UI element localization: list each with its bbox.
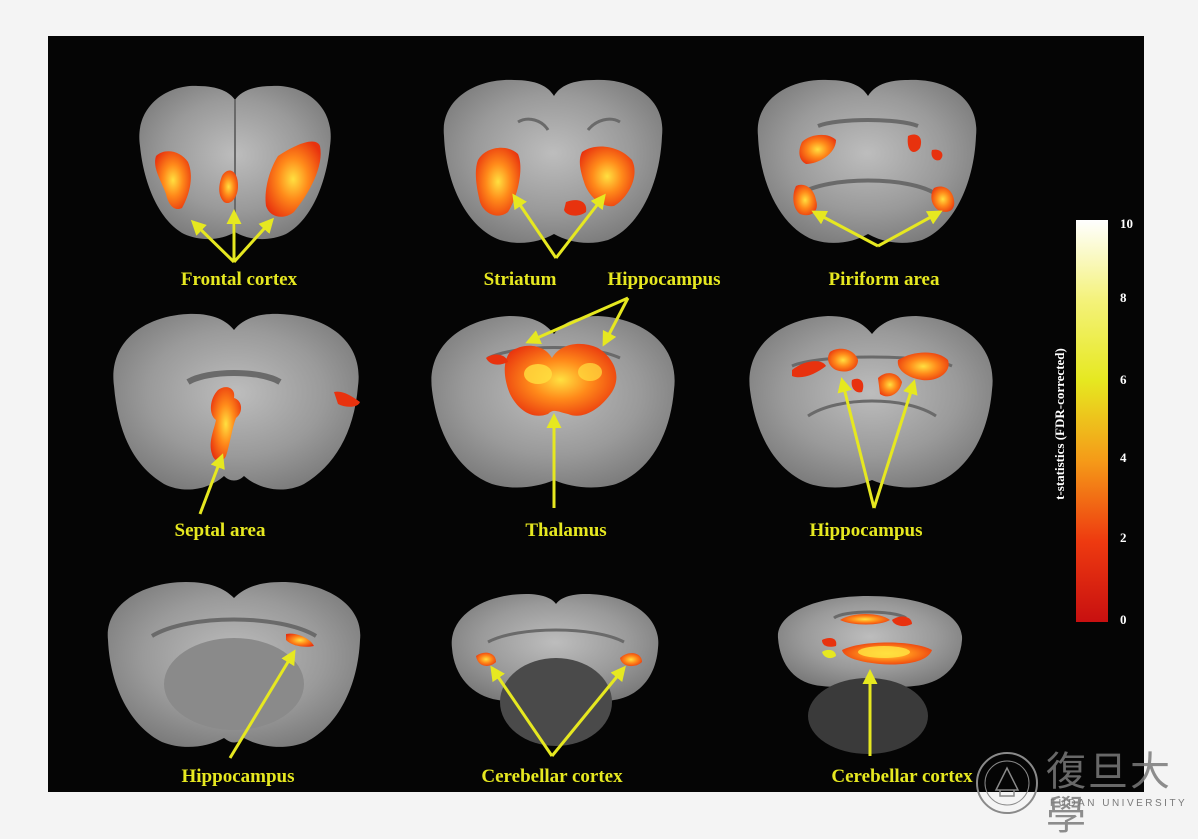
- colorbar-title: t-statistics (FDR-corrected): [1052, 348, 1067, 500]
- arrows-piriform: [811, 210, 943, 248]
- label-cerebellar-cortex-2: Cerebellar cortex: [831, 766, 973, 787]
- arrows-cerebellar-1: [490, 665, 626, 757]
- arrows-striatum: [512, 193, 606, 259]
- brain-slice-septal: [113, 313, 360, 490]
- watermark-subtitle: FUDAN UNIVERSITY: [1050, 798, 1188, 809]
- brain-slice-cerebellar-2: [777, 596, 963, 754]
- figure-svg: Frontal cortex Striatum Hippocampus Piri…: [107, 79, 1133, 787]
- label-thalamus: Thalamus: [525, 520, 606, 541]
- label-hippocampus-mid: Hippocampus: [810, 520, 923, 541]
- colorbar-tick: 10: [1120, 216, 1133, 231]
- colorbar-tick: 4: [1120, 450, 1127, 465]
- label-hippocampus-top: Hippocampus: [608, 269, 721, 290]
- colorbar-tick: 0: [1120, 612, 1127, 627]
- arrows-hippocampus-mid: [837, 377, 918, 509]
- label-piriform-area: Piriform area: [829, 269, 940, 290]
- arrows-hippocampus-bottom: [228, 649, 296, 759]
- colorbar: 10 8 6 4 2 0 t-statistics (FDR-corrected…: [1052, 216, 1133, 627]
- arrows-thalamus: [525, 296, 630, 508]
- brain-figure: Frontal cortex Striatum Hippocampus Piri…: [48, 36, 1144, 792]
- activation-blob: [155, 151, 191, 210]
- university-seal-icon: [976, 752, 1038, 814]
- colorbar-gradient: [1076, 220, 1108, 622]
- arrows-septal: [198, 453, 225, 515]
- brain-slice-piriform: [757, 79, 977, 243]
- brain-slice-striatum: [443, 79, 663, 243]
- label-septal-area: Septal area: [175, 520, 266, 541]
- brain-slice-cerebellar-1: [451, 594, 659, 746]
- colorbar-tick: 2: [1120, 530, 1127, 545]
- label-cerebellar-cortex-1: Cerebellar cortex: [481, 766, 623, 787]
- brain-slice-thalamus: [431, 316, 675, 488]
- brain-slice-hippocampus-bottom: [107, 582, 361, 747]
- label-striatum: Striatum: [484, 269, 557, 290]
- arrows-frontal: [190, 209, 275, 264]
- watermark-title: 復旦大學: [1046, 749, 1172, 839]
- colorbar-tick: 8: [1120, 290, 1127, 305]
- label-frontal-cortex: Frontal cortex: [181, 269, 298, 290]
- brain-slice-hippocampus-mid: [749, 316, 993, 488]
- brain-slice-frontal: [139, 85, 331, 240]
- watermark: 復旦大學 FUDAN UNIVERSITY: [972, 748, 1196, 838]
- colorbar-tick: 6: [1120, 372, 1127, 387]
- label-hippocampus-bottom: Hippocampus: [182, 766, 295, 787]
